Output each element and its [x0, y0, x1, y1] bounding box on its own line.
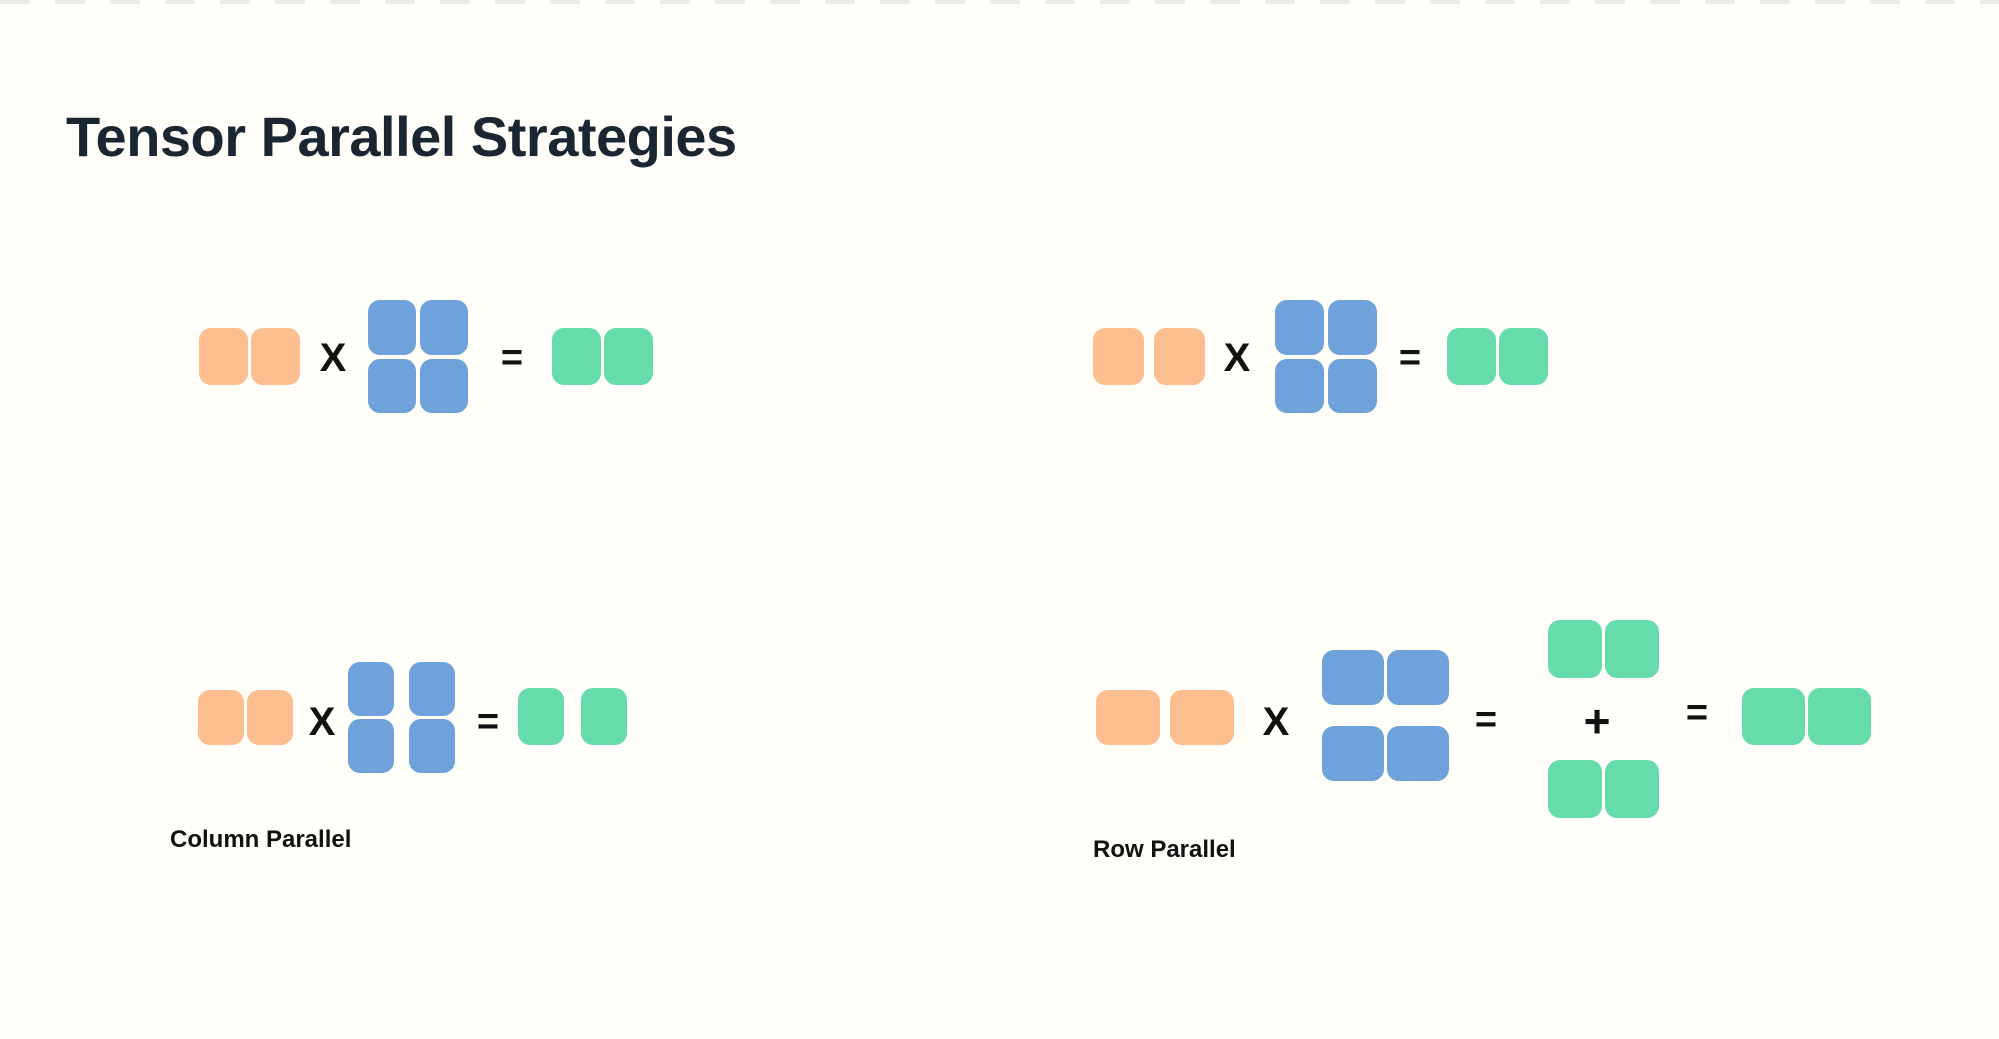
weight-block — [1328, 300, 1377, 355]
output-block — [1605, 760, 1659, 818]
output-block — [1742, 688, 1805, 745]
output-block — [581, 688, 627, 745]
d4-final-output-vector — [1742, 688, 1871, 745]
weight-block — [409, 719, 455, 773]
input-block — [1170, 690, 1234, 745]
weight-block — [1328, 358, 1377, 413]
multiply-operator: X — [308, 699, 336, 744]
equals-operator: = — [1398, 336, 1422, 379]
input-block — [1096, 690, 1160, 745]
d1-weight-matrix — [368, 300, 468, 413]
page-title: Tensor Parallel Strategies — [66, 104, 737, 168]
weight-block — [1275, 300, 1324, 355]
weight-block — [1387, 650, 1449, 705]
d1-input-vector — [199, 328, 300, 385]
column-parallel-label: Column Parallel — [170, 826, 352, 853]
weight-block — [1387, 726, 1449, 781]
weight-block — [420, 300, 468, 355]
weight-block — [368, 300, 416, 355]
d4-weight-matrix-row-split — [1322, 650, 1449, 781]
top-edge-dashes — [0, 0, 1999, 4]
input-block — [198, 690, 244, 745]
output-block — [604, 328, 653, 385]
multiply-operator: X — [1223, 335, 1251, 380]
weight-block — [1275, 358, 1324, 413]
row-parallel-label: Row Parallel — [1093, 836, 1236, 863]
multiply-operator: X — [1262, 699, 1290, 744]
equals-operator: = — [500, 336, 524, 379]
output-block — [1548, 760, 1602, 818]
output-block — [1447, 328, 1496, 385]
d3-weight-matrix-column-split — [348, 662, 455, 773]
output-block — [552, 328, 601, 385]
weight-block — [420, 358, 468, 413]
d3-input-vector — [198, 690, 293, 745]
weight-block — [409, 662, 455, 716]
equals-operator: = — [1474, 698, 1498, 741]
multiply-operator: X — [319, 335, 347, 380]
d1-output-vector — [552, 328, 653, 385]
input-block — [1093, 328, 1144, 385]
input-block — [199, 328, 248, 385]
d2-output-vector — [1447, 328, 1548, 385]
equals-operator: = — [476, 700, 500, 743]
d2-input-vector — [1093, 328, 1205, 385]
d4-partial-output-top — [1548, 620, 1659, 678]
weight-block — [368, 358, 416, 413]
d3-output-vector-split — [518, 688, 627, 745]
input-block — [1154, 328, 1205, 385]
output-block — [518, 688, 564, 745]
output-block — [1808, 688, 1871, 745]
weight-block — [1322, 650, 1384, 705]
output-block — [1605, 620, 1659, 678]
weight-block — [348, 719, 394, 773]
weight-block — [348, 662, 394, 716]
input-block — [247, 690, 293, 745]
d4-partial-output-bottom — [1548, 760, 1659, 818]
output-block — [1499, 328, 1548, 385]
input-block — [251, 328, 300, 385]
equals-operator: = — [1685, 691, 1709, 734]
output-block — [1548, 620, 1602, 678]
d2-weight-matrix — [1275, 300, 1377, 413]
d4-input-vector-split — [1096, 690, 1234, 745]
plus-operator: + — [1583, 695, 1611, 747]
weight-block — [1322, 726, 1384, 781]
